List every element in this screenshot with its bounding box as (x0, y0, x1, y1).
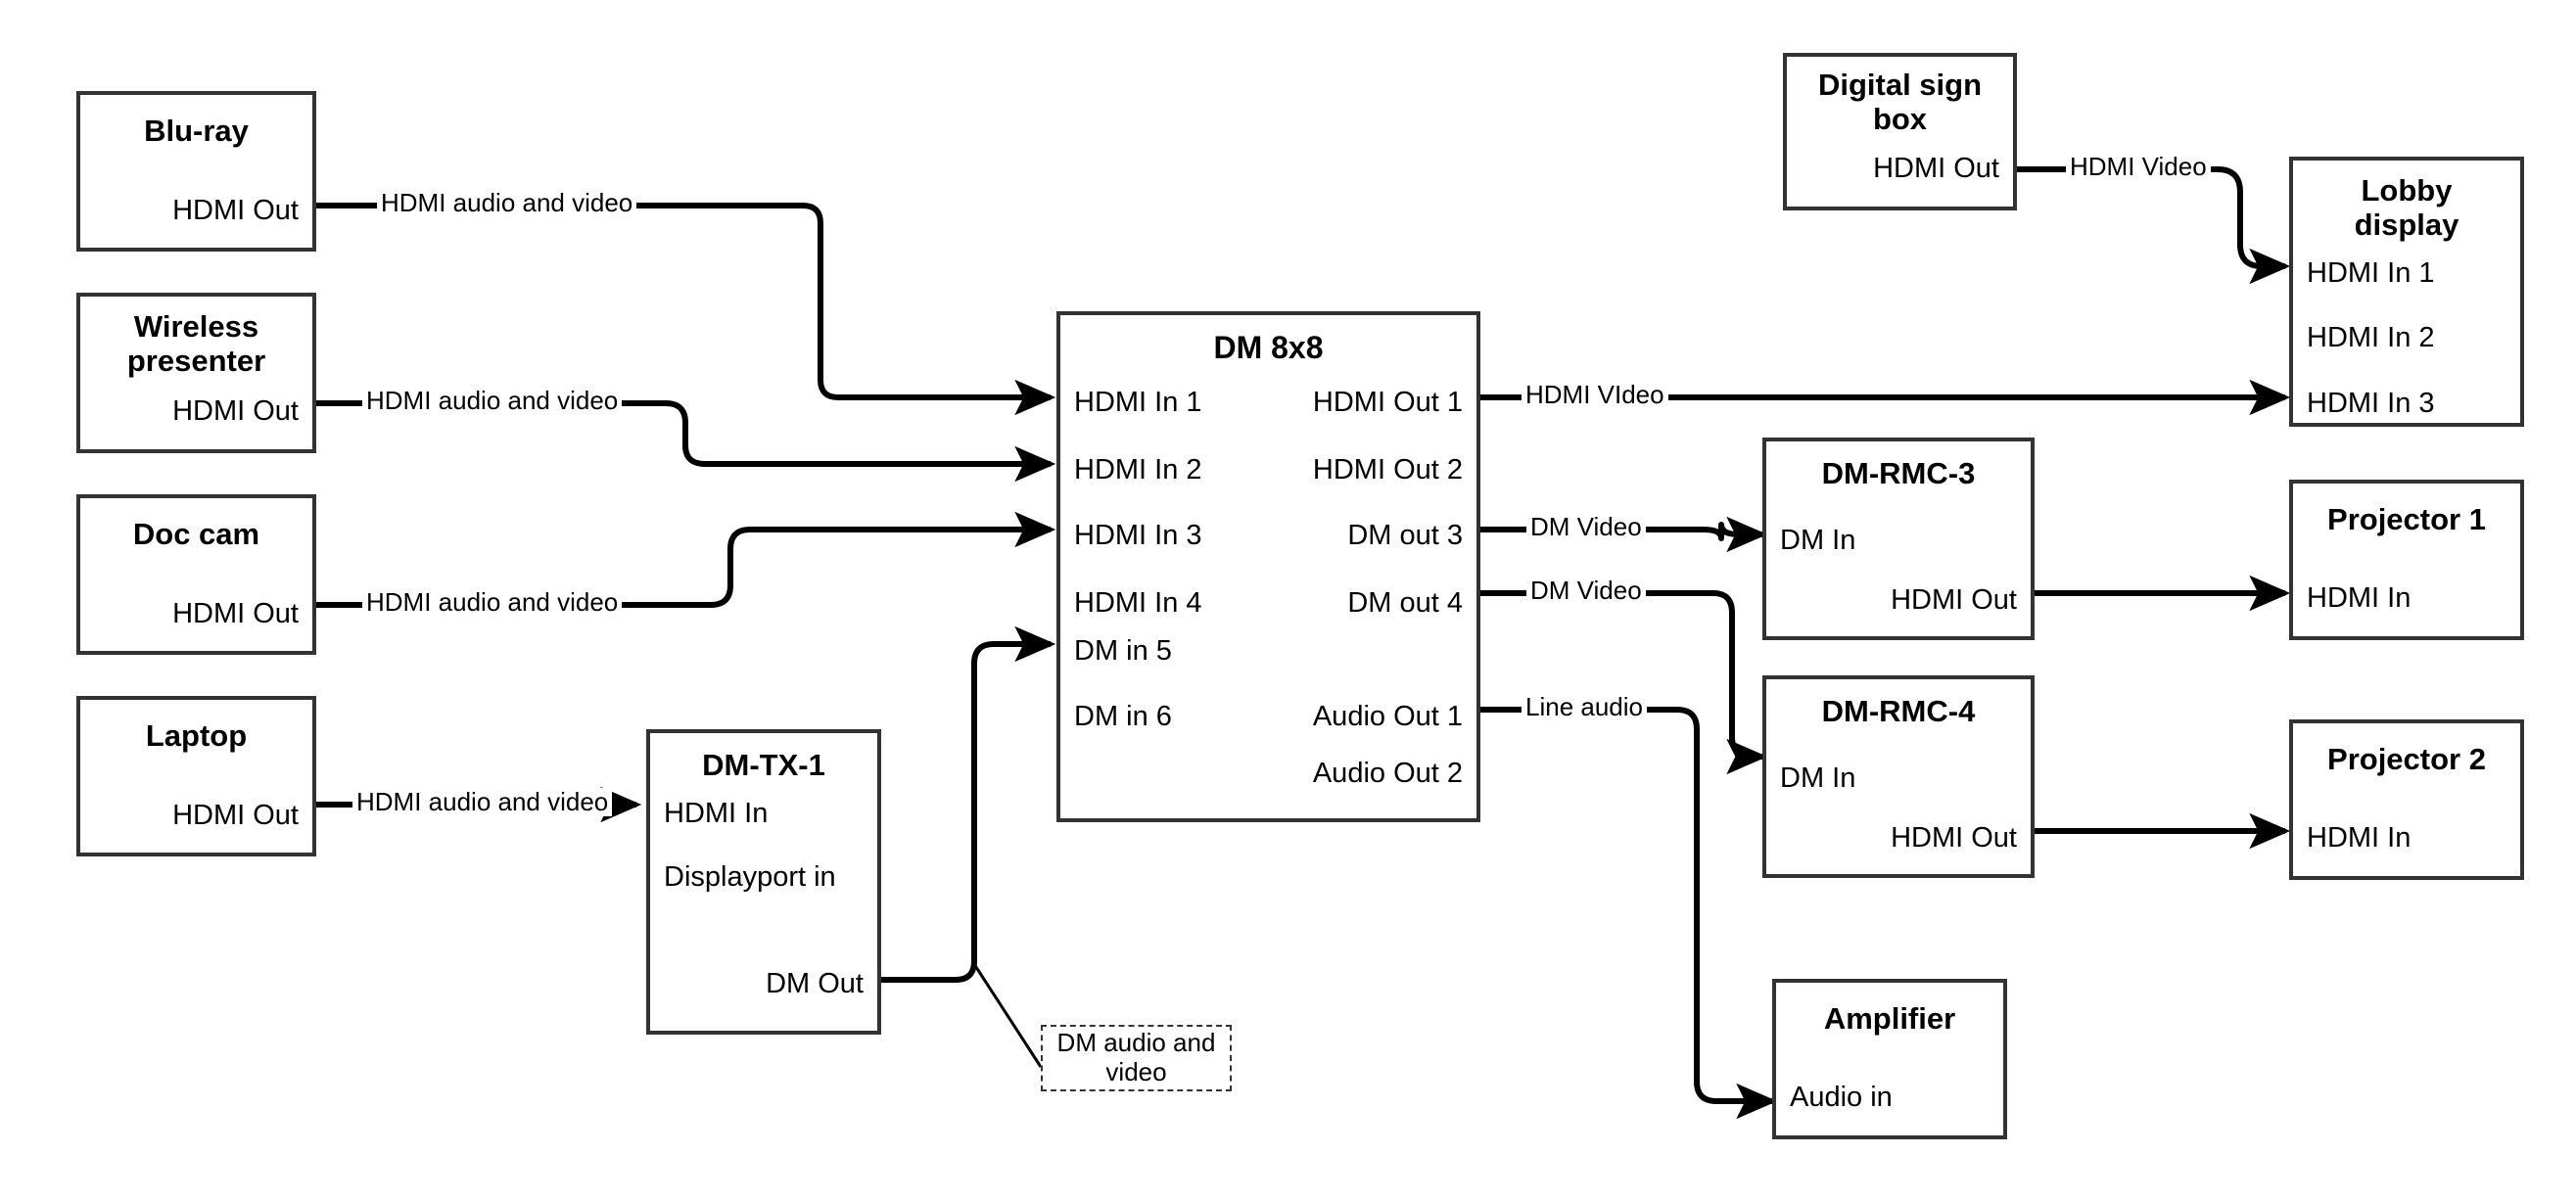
node-dm-rmc-3-title: DM-RMC-3 (1821, 456, 1976, 490)
node-dm-8x8-port-dm-out-3[interactable]: DM out 3 (1347, 520, 1463, 551)
edge-label-dm8x8-out4-to-rmc4: DM Video (1526, 577, 1646, 605)
node-dm-rmc-4-port-hdmi-out[interactable]: HDMI Out (1891, 822, 2017, 854)
node-digital-sign-box[interactable]: Digital sign box HDMI Out (1783, 53, 2017, 210)
note-dm-audio-and-video: DM audio and video (1041, 1025, 1232, 1091)
node-dm-8x8-port-hdmi-in-4[interactable]: HDMI In 4 (1074, 587, 1202, 619)
node-dm-rmc-3-port-dm-in[interactable]: DM In (1780, 525, 1856, 556)
node-dm-8x8-port-hdmi-out-2[interactable]: HDMI Out 2 (1312, 454, 1463, 485)
node-dm-rmc-4-title: DM-RMC-4 (1821, 694, 1976, 728)
node-bluray[interactable]: Blu-ray HDMI Out (76, 91, 316, 252)
node-projector-1-title: Projector 1 (2327, 502, 2486, 536)
node-dm-tx-1-port-displayport-in[interactable]: Displayport in (664, 861, 836, 893)
wire-wireless-to-dm8x8-in2 (316, 400, 1056, 483)
node-lobby-display-port-hdmi-in-1[interactable]: HDMI In 1 (2307, 257, 2435, 289)
node-lobby-display-title: Lobby display (2354, 173, 2459, 242)
node-amplifier[interactable]: Amplifier Audio in (1772, 979, 2007, 1139)
node-dm-rmc-4[interactable]: DM-RMC-4 DM In HDMI Out (1762, 675, 2035, 878)
wire-bluray-to-dm8x8-in1 (316, 203, 1056, 416)
node-wireless-presenter-title: Wireless presenter (126, 309, 266, 378)
node-dm-8x8-port-dm-in-5[interactable]: DM in 5 (1074, 635, 1172, 667)
wire-dm8x8-audioout1-to-amp (1480, 707, 1778, 1120)
node-digital-sign-box-port-hdmi-out[interactable]: HDMI Out (1873, 153, 1999, 184)
wire-dm8x8-out3-to-rmc3 (1480, 516, 1768, 553)
edge-label-wireless-to-dm8x8-in2: HDMI audio and video (362, 387, 623, 415)
node-dm-8x8-port-hdmi-in-2[interactable]: HDMI In 2 (1074, 454, 1202, 485)
node-doc-cam-title: Doc cam (132, 517, 260, 551)
node-lobby-display-port-hdmi-in-2[interactable]: HDMI In 2 (2307, 322, 2435, 353)
wire-dm8x8-out4-to-rmc4 (1480, 590, 1768, 775)
node-dm-8x8-port-dm-out-4[interactable]: DM out 4 (1347, 587, 1463, 619)
node-dm-tx-1-port-dm-out[interactable]: DM Out (766, 968, 864, 999)
wire-sign-to-lobby-in1 (2017, 166, 2291, 285)
node-dm-8x8-port-audio-out-2[interactable]: Audio Out 2 (1312, 758, 1463, 789)
node-dm-8x8-port-dm-in-6[interactable]: DM in 6 (1074, 701, 1172, 732)
node-projector-2[interactable]: Projector 2 HDMI In (2289, 719, 2524, 880)
node-bluray-port-hdmi-out[interactable]: HDMI Out (172, 195, 299, 226)
wire-doccam-to-dm8x8-in3 (316, 511, 1056, 608)
node-projector-2-title: Projector 2 (2327, 742, 2486, 776)
node-projector-2-port-hdmi-in[interactable]: HDMI In (2307, 822, 2412, 854)
wire-dmtx1-to-dm8x8-in5 (881, 625, 1056, 983)
node-bluray-title: Blu-ray (144, 114, 249, 148)
edge-label-dm8x8-audioout1-to-amp: Line audio (1522, 693, 1647, 721)
edge-label-bluray-to-dm8x8-in1: HDMI audio and video (377, 189, 637, 217)
node-amplifier-port-audio-in[interactable]: Audio in (1790, 1082, 1893, 1113)
node-dm-8x8-title: DM 8x8 (1213, 330, 1324, 365)
node-dm-tx-1-port-hdmi-in[interactable]: HDMI In (664, 798, 769, 829)
node-laptop-port-hdmi-out[interactable]: HDMI Out (172, 800, 299, 831)
node-dm-tx-1[interactable]: DM-TX-1 HDMI In Displayport in DM Out (646, 729, 881, 1035)
node-lobby-display-port-hdmi-in-3[interactable]: HDMI In 3 (2307, 388, 2435, 419)
node-dm-8x8-port-audio-out-1[interactable]: Audio Out 1 (1312, 701, 1463, 732)
node-laptop-title: Laptop (145, 718, 248, 753)
node-dm-8x8-port-hdmi-in-3[interactable]: HDMI In 3 (1074, 520, 1202, 551)
edge-label-dm8x8-out3-to-rmc3: DM Video (1526, 513, 1646, 541)
node-dm-tx-1-title: DM-TX-1 (702, 748, 825, 782)
node-projector-1-port-hdmi-in[interactable]: HDMI In (2307, 582, 2412, 614)
node-dm-rmc-3-port-hdmi-out[interactable]: HDMI Out (1891, 584, 2017, 616)
node-laptop[interactable]: Laptop HDMI Out (76, 696, 316, 856)
leader-line-dm-note (972, 963, 1043, 1068)
edge-label-sign-to-lobby: HDMI Video (2066, 153, 2211, 181)
edge-label-laptop-to-dmtx1: HDMI audio and video (352, 788, 613, 816)
node-dm-8x8[interactable]: DM 8x8 HDMI In 1 HDMI In 2 HDMI In 3 HDM… (1056, 311, 1480, 822)
node-doc-cam-port-hdmi-out[interactable]: HDMI Out (172, 598, 299, 629)
node-dm-rmc-3[interactable]: DM-RMC-3 DM In HDMI Out (1762, 438, 2035, 640)
node-wireless-presenter[interactable]: Wireless presenter HDMI Out (76, 293, 316, 453)
node-dm-8x8-port-hdmi-in-1[interactable]: HDMI In 1 (1074, 387, 1202, 418)
node-dm-rmc-4-port-dm-in[interactable]: DM In (1780, 762, 1856, 794)
edge-label-dm8x8-out1-to-lobby: HDMI VIdeo (1522, 381, 1668, 409)
node-doc-cam[interactable]: Doc cam HDMI Out (76, 494, 316, 655)
edge-label-doccam-to-dm8x8-in3: HDMI audio and video (362, 588, 623, 617)
node-projector-1[interactable]: Projector 1 HDMI In (2289, 480, 2524, 640)
node-dm-8x8-port-hdmi-out-1[interactable]: HDMI Out 1 (1312, 387, 1463, 418)
node-amplifier-title: Amplifier (1823, 1001, 1956, 1036)
node-wireless-presenter-port-hdmi-out[interactable]: HDMI Out (172, 395, 299, 427)
node-lobby-display[interactable]: Lobby display HDMI In 1 HDMI In 2 HDMI I… (2289, 157, 2524, 427)
node-digital-sign-box-title: Digital sign box (1817, 68, 1983, 136)
